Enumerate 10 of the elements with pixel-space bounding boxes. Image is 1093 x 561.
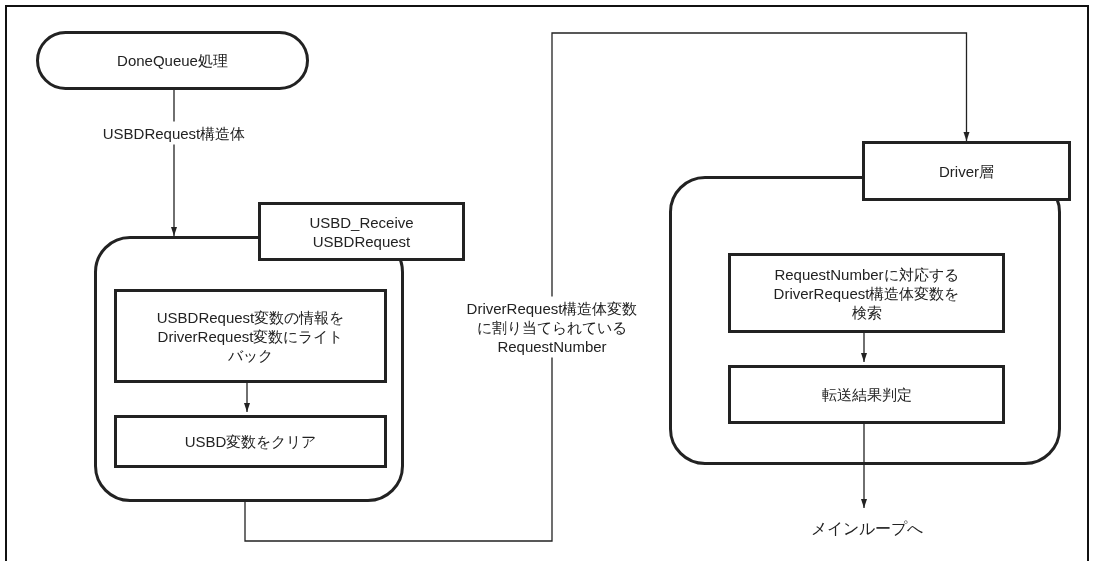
terminal-box: DoneQueue処理 [36,31,309,90]
process-box: USBD変数をクリア [114,415,387,468]
header-box: USBD_Receive USBDRequest [258,202,465,261]
end-label: メインループへ [811,518,923,538]
edge-label: USBDRequest構造体 [102,121,246,145]
process-box: 転送結果判定 [728,365,1005,424]
arrow [244,32,970,542]
header-box: Driver層 [862,141,1071,201]
process-box: RequestNumberに対応する DriverRequest構造体変数を検索 [728,253,1005,333]
process-box: USBDRequest変数の情報を DriverRequest変数にライトバック [114,289,387,383]
